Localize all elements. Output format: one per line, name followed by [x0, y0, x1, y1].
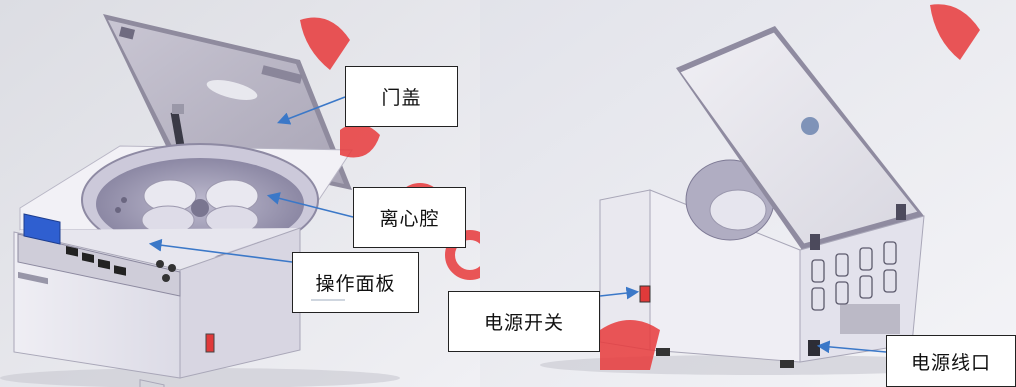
power-cord-socket	[808, 340, 820, 356]
lid-strut	[170, 104, 186, 153]
callout-power-cord-text: 电源线口	[910, 351, 991, 374]
decorative-underline	[311, 299, 345, 301]
lid	[103, 14, 352, 190]
rear-vents	[811, 241, 897, 311]
control-panel	[17, 213, 181, 297]
callout-lid: 门盖	[345, 66, 458, 127]
power-switch-rear	[639, 285, 651, 303]
callout-power-switch: 电源开关	[448, 291, 600, 352]
front-view-panel	[0, 0, 480, 387]
callout-chamber: 离心腔	[353, 187, 466, 248]
lid-rear	[676, 26, 924, 250]
callout-power-cord: 电源线口	[886, 335, 1016, 387]
callout-power-switch-text: 电源开关	[483, 312, 564, 334]
callout-control-panel-text: 操作面板	[315, 273, 396, 295]
power-switch	[205, 333, 215, 353]
callout-lid-text: 门盖	[381, 87, 422, 109]
callout-chamber-text: 离心腔	[379, 208, 440, 230]
front-view-illustration	[0, 0, 480, 387]
watermark-mark-right	[600, 4, 980, 370]
callout-control-panel: 操作面板	[292, 252, 419, 313]
lcd-screen	[23, 213, 61, 245]
